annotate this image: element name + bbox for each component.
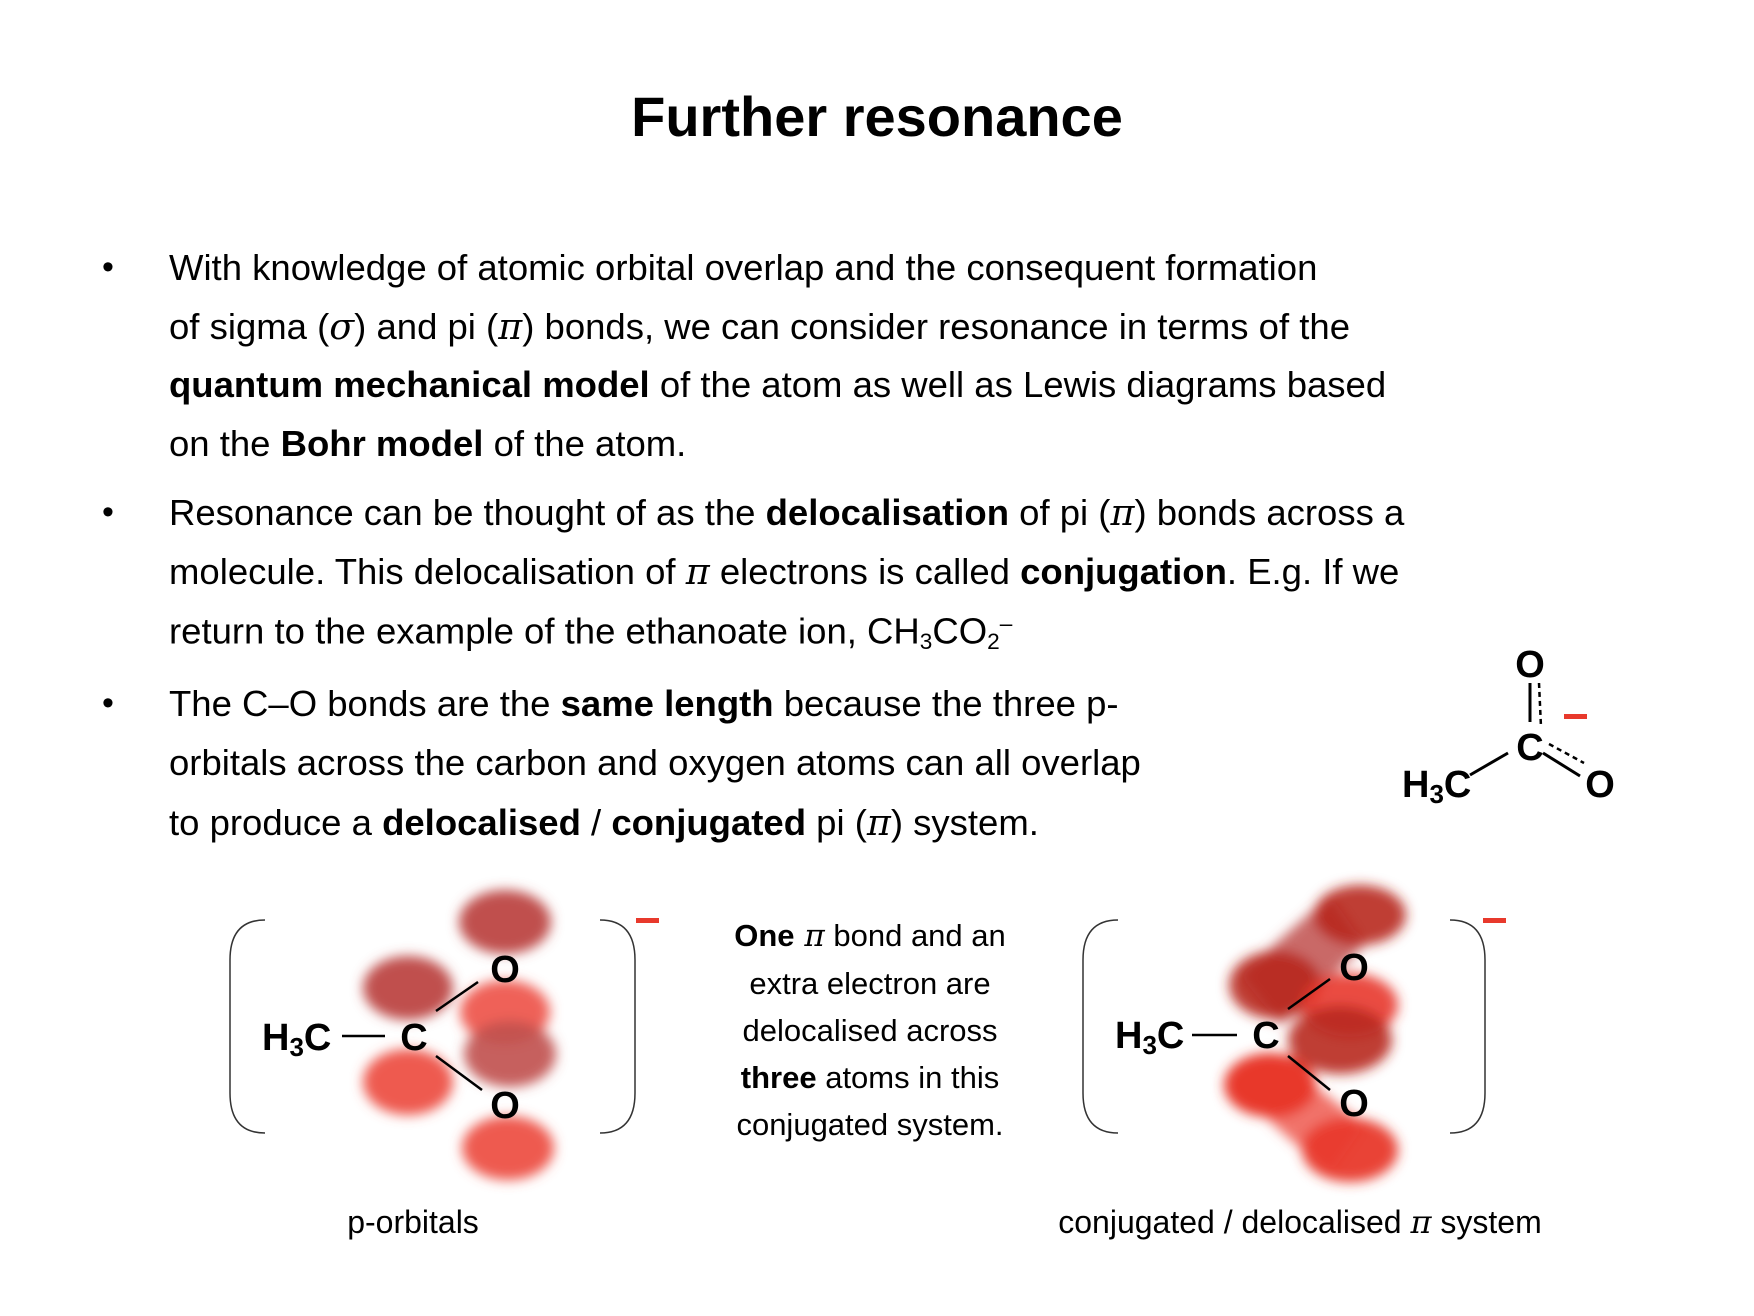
bullet-line: Resonance can be thought of as the deloc… bbox=[169, 492, 1405, 533]
text-segment: ) and pi ( bbox=[354, 306, 499, 347]
text: conjugated / delocalised bbox=[1058, 1204, 1411, 1240]
text-segment: to produce a bbox=[169, 802, 383, 843]
text-segment: CO bbox=[932, 610, 988, 652]
text-segment: electrons is called bbox=[709, 551, 1021, 592]
greek-symbol: π bbox=[685, 550, 710, 593]
atom-c: C bbox=[1516, 727, 1543, 769]
bullet-line: orbitals across the carbon and oxygen at… bbox=[169, 742, 1141, 783]
atom-o-top: O bbox=[490, 949, 520, 991]
text-segment: return to the example of the ethanoate i… bbox=[169, 610, 920, 652]
text: bond and an bbox=[824, 918, 1006, 953]
atom-h3c: H3C bbox=[1115, 1015, 1184, 1060]
text-segment: of pi ( bbox=[1009, 492, 1111, 533]
negative-charge-icon bbox=[636, 918, 659, 923]
p-orbitals-caption: p-orbitals bbox=[347, 1204, 479, 1240]
p-orbital-lobes bbox=[363, 890, 556, 1180]
text-segment: ) bonds, we can consider resonance in te… bbox=[522, 306, 1350, 347]
bullet-line: quantum mechanical model of the atom as … bbox=[169, 364, 1387, 405]
text-segment: . E.g. If we bbox=[1226, 551, 1400, 592]
greek-symbol: π bbox=[866, 801, 891, 844]
greek-symbol: σ bbox=[329, 305, 355, 348]
atom-c: C bbox=[400, 1017, 427, 1059]
page-title: Further resonance bbox=[631, 85, 1123, 148]
text: system bbox=[1431, 1204, 1542, 1240]
bullet-icon: • bbox=[102, 684, 114, 722]
greek-symbol: π bbox=[1110, 491, 1135, 534]
p-orbitals-diagram: H3C C O O bbox=[229, 890, 659, 1180]
bullet-line: return to the example of the ethanoate i… bbox=[169, 610, 1013, 655]
bullet-line: The C–O bonds are the same length becaus… bbox=[169, 683, 1119, 724]
right-bracket bbox=[599, 919, 636, 1134]
text-segment: ) system. bbox=[890, 802, 1039, 843]
right-bracket bbox=[1449, 919, 1486, 1134]
left-bracket bbox=[1082, 919, 1119, 1134]
text-segment: ) bonds across a bbox=[1134, 492, 1405, 533]
text: atoms in this bbox=[816, 1060, 1000, 1095]
bold-term: Bohr model bbox=[280, 423, 484, 464]
atom-o-top: O bbox=[1515, 644, 1545, 686]
text-segment: because the three p- bbox=[773, 683, 1119, 724]
text-segment: orbitals across the carbon and oxygen at… bbox=[169, 742, 1141, 783]
text-bold: One bbox=[734, 918, 795, 953]
text-segment: / bbox=[580, 802, 612, 843]
bullet-line: on the Bohr model of the atom. bbox=[169, 423, 687, 464]
atom-o-right: O bbox=[1585, 764, 1615, 806]
bullet-icon: • bbox=[102, 493, 114, 531]
bullet-line: With knowledge of atomic orbital overlap… bbox=[169, 247, 1318, 288]
text-segment: – bbox=[999, 611, 1013, 636]
atom-h3c: H3C bbox=[1402, 764, 1471, 809]
text-segment: on the bbox=[169, 423, 281, 464]
text-segment: With knowledge of atomic orbital overlap… bbox=[169, 247, 1318, 288]
bold-term: same length bbox=[560, 683, 774, 724]
bold-term: conjugation bbox=[1020, 551, 1227, 592]
text-segment: of the atom as well as Lewis diagrams ba… bbox=[649, 364, 1387, 405]
bold-term: delocalised bbox=[382, 802, 581, 843]
negative-charge-icon bbox=[1483, 918, 1506, 923]
bullet-line: of sigma (σ) and pi (π) bonds, we can co… bbox=[169, 306, 1350, 347]
negative-charge-icon bbox=[1564, 714, 1587, 719]
pi-symbol: π bbox=[794, 918, 825, 954]
text: extra electron are bbox=[749, 966, 991, 1001]
atom-c: C bbox=[1252, 1015, 1279, 1057]
text-segment: of sigma ( bbox=[169, 306, 330, 347]
bold-term: quantum mechanical model bbox=[169, 364, 650, 405]
text-segment: of the atom. bbox=[483, 423, 687, 464]
left-bracket bbox=[229, 919, 266, 1134]
atom-o-top: O bbox=[1339, 947, 1369, 989]
atom-o-bottom: O bbox=[1339, 1083, 1369, 1125]
text-segment: pi ( bbox=[806, 802, 867, 843]
text: conjugated system. bbox=[736, 1107, 1004, 1142]
bullet-line: molecule. This delocalisation of π elect… bbox=[169, 551, 1400, 592]
conjugated-diagram: H3C C O O bbox=[1082, 885, 1506, 1182]
bold-term: conjugated bbox=[611, 802, 807, 843]
conjugation-explanation: One π bond and an extra electron are del… bbox=[690, 912, 1050, 1148]
atom-o-bottom: O bbox=[490, 1085, 520, 1127]
delocalised-pi-cloud bbox=[1224, 885, 1406, 1182]
bold-term: delocalisation bbox=[765, 492, 1010, 533]
text-segment: The C–O bonds are the bbox=[169, 683, 561, 724]
text: delocalised across bbox=[742, 1013, 998, 1048]
pi-symbol: π bbox=[1410, 1203, 1432, 1241]
conjugated-caption: conjugated / delocalised π system bbox=[1000, 1203, 1600, 1241]
text-bold: three bbox=[740, 1060, 817, 1095]
bullet-line: to produce a delocalised / conjugated pi… bbox=[169, 802, 1039, 843]
text-segment: 3 bbox=[919, 629, 933, 655]
ethanoate-structure: O C O H3C bbox=[1402, 644, 1615, 809]
text-segment: molecule. This delocalisation of bbox=[169, 551, 686, 592]
greek-symbol: π bbox=[498, 305, 523, 348]
text-segment: 2 bbox=[987, 629, 1000, 655]
text-segment: Resonance can be thought of as the bbox=[169, 492, 766, 533]
bullet-icon: • bbox=[102, 248, 114, 286]
atom-h3c: H3C bbox=[262, 1017, 331, 1062]
